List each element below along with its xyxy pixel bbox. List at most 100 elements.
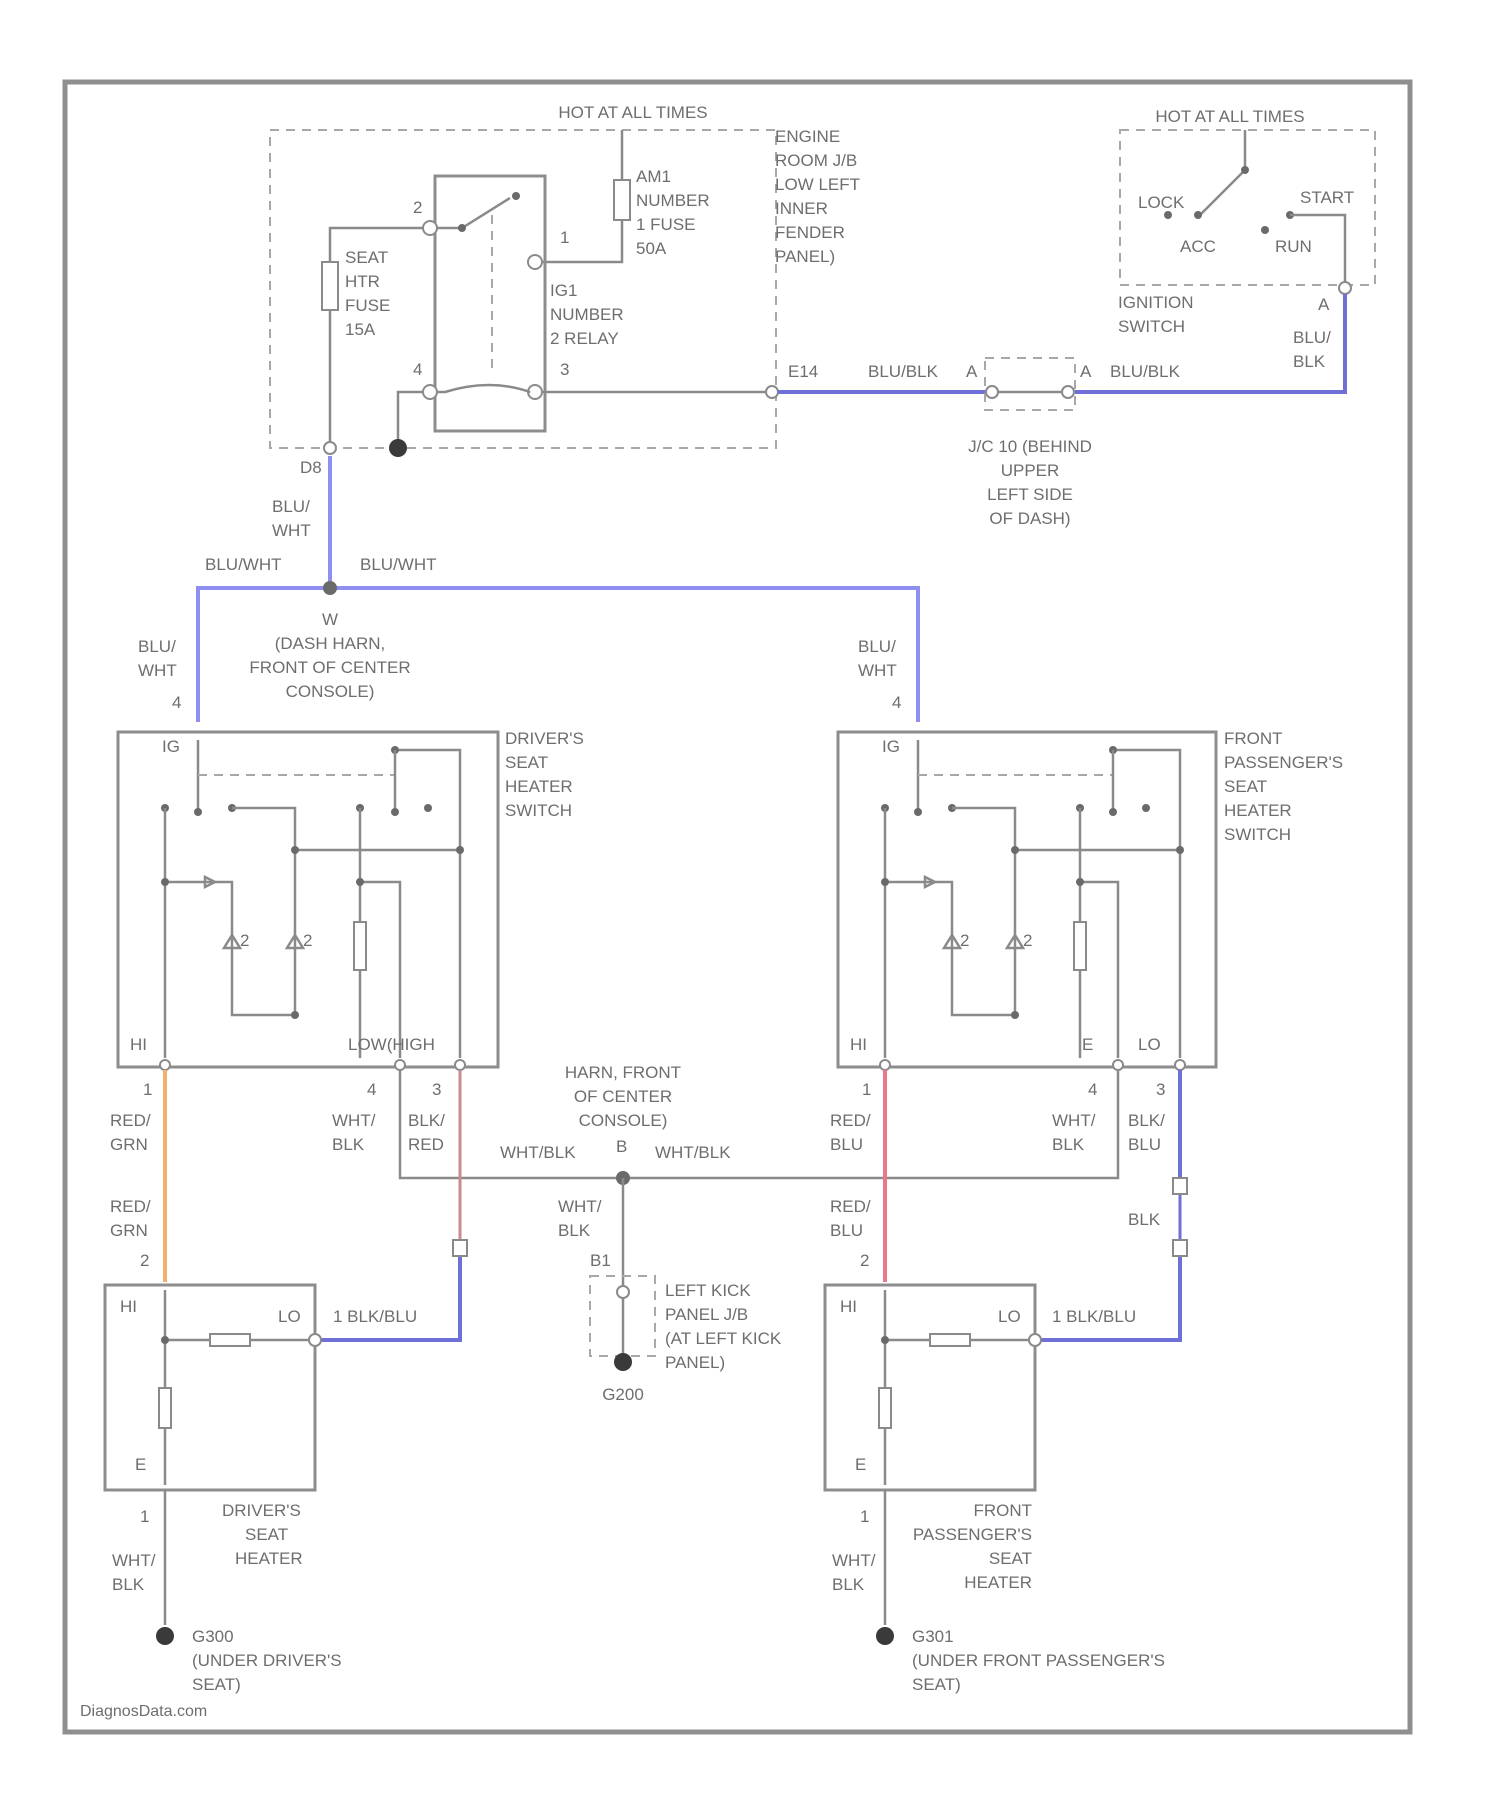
svg-text:SEAT: SEAT [245, 1525, 288, 1544]
svg-text:HI: HI [130, 1035, 147, 1054]
svg-text:BLU/: BLU/ [1293, 328, 1331, 347]
left-kick-jb-label: LEFT KICK PANEL J/B (AT LEFT KICK PANEL) [665, 1281, 782, 1372]
svg-text:WHT/: WHT/ [1052, 1111, 1096, 1130]
svg-text:RED/: RED/ [110, 1197, 151, 1216]
svg-text:WHT: WHT [138, 661, 177, 680]
svg-text:WHT/: WHT/ [112, 1551, 156, 1570]
svg-text:NUMBER: NUMBER [550, 305, 624, 324]
svg-text:RED/: RED/ [830, 1197, 871, 1216]
am1-fuse [614, 180, 630, 220]
svg-text:4: 4 [413, 360, 422, 379]
svg-text:15A: 15A [345, 320, 376, 339]
wire-splice-right [330, 588, 918, 722]
relay-coil [437, 385, 530, 392]
svg-text:BLU/: BLU/ [858, 637, 896, 656]
ignition-header: HOT AT ALL TIMES [1155, 107, 1304, 126]
svg-text:1 BLK/BLU: 1 BLK/BLU [333, 1307, 417, 1326]
wire-driver-blk-blu [320, 1255, 460, 1340]
svg-text:SEAT: SEAT [345, 248, 388, 267]
svg-text:B1: B1 [590, 1251, 611, 1270]
g301-ground-icon [876, 1627, 894, 1645]
svg-text:SWITCH: SWITCH [1224, 825, 1291, 844]
svg-text:1: 1 [143, 1080, 152, 1099]
svg-text:1: 1 [860, 1507, 869, 1526]
svg-text:BLU/WHT: BLU/WHT [360, 555, 437, 574]
svg-text:LOW LEFT: LOW LEFT [775, 175, 860, 194]
svg-text:OF DASH): OF DASH) [989, 509, 1070, 528]
jc10-label: J/C 10 (BEHIND UPPER LEFT SIDE OF DASH) [968, 437, 1092, 528]
svg-text:E: E [855, 1455, 866, 1474]
svg-text:D8: D8 [300, 458, 322, 477]
svg-text:G200: G200 [602, 1385, 644, 1404]
svg-text:DRIVER'S: DRIVER'S [505, 729, 584, 748]
svg-text:1: 1 [560, 228, 569, 247]
driver-heater-element [159, 1388, 171, 1428]
svg-text:G301: G301 [912, 1627, 954, 1646]
passenger-seat-heater: BLK RED/ BLU 2 HI LO E 1 BLK/BLU 1 FRONT… [825, 1070, 1187, 1694]
svg-text:HEATER: HEATER [1224, 801, 1292, 820]
svg-text:HTR: HTR [345, 272, 380, 291]
svg-text:A: A [1318, 295, 1330, 314]
svg-text:BLU/: BLU/ [138, 637, 176, 656]
svg-text:GRN: GRN [110, 1221, 148, 1240]
svg-text:WHT: WHT [858, 661, 897, 680]
relay-contact [437, 198, 510, 228]
svg-text:W: W [322, 610, 338, 629]
svg-text:2: 2 [413, 198, 422, 217]
driver-switch-label: DRIVER'S SEAT HEATER SWITCH [505, 729, 584, 820]
svg-text:BLU/WHT: BLU/WHT [205, 555, 282, 574]
am1-fuse-label: AM1 NUMBER 1 FUSE 50A [636, 167, 710, 258]
driver-seat-heater-switch: BLU/ WHT 4 IG DRIVER'S SEAT HEATER SWITC… [110, 637, 584, 1154]
svg-text:IGNITION: IGNITION [1118, 293, 1194, 312]
svg-text:BLK: BLK [112, 1575, 145, 1594]
svg-text:PANEL): PANEL) [775, 247, 835, 266]
driver-seat-heater: RED/ GRN 2 HI LO E 1 BLK/BLU 1 DRIVER'S … [105, 1070, 467, 1694]
svg-text:WHT: WHT [272, 521, 311, 540]
svg-text:LO: LO [278, 1307, 301, 1326]
svg-text:DRIVER'S: DRIVER'S [222, 1501, 301, 1520]
svg-text:2: 2 [240, 931, 249, 950]
ground-splice-label: HARN, FRONT OF CENTER CONSOLE) [565, 1063, 681, 1130]
svg-text:4: 4 [172, 693, 181, 712]
svg-text:BLU: BLU [830, 1221, 863, 1240]
svg-text:LOW(HIGH: LOW(HIGH [348, 1035, 435, 1054]
ignition-acc-label: ACC [1180, 237, 1216, 256]
svg-text:BLU/BLK: BLU/BLK [868, 362, 939, 381]
svg-text:(UNDER FRONT PASSENGER'S: (UNDER FRONT PASSENGER'S [912, 1651, 1165, 1670]
passenger-switch-box [838, 732, 1216, 1067]
svg-text:A: A [1080, 362, 1092, 381]
svg-text:LEFT KICK: LEFT KICK [665, 1281, 751, 1300]
svg-text:WHT/BLK: WHT/BLK [500, 1143, 576, 1162]
svg-text:OF CENTER: OF CENTER [574, 1087, 672, 1106]
seat-htr-fuse [322, 262, 338, 310]
svg-text:WHT/: WHT/ [332, 1111, 376, 1130]
svg-text:HEATER: HEATER [964, 1573, 1032, 1592]
svg-text:2: 2 [960, 931, 969, 950]
svg-text:G300: G300 [192, 1627, 234, 1646]
g200-ground-icon [614, 1353, 632, 1371]
splice-w-dot [323, 581, 337, 595]
svg-text:WHT/BLK: WHT/BLK [655, 1143, 731, 1162]
ignition-switch: HOT AT ALL TIMES LOCK ACC START RUN IGNI… [1118, 107, 1375, 371]
svg-text:HARN, FRONT: HARN, FRONT [565, 1063, 681, 1082]
watermark: DiagnosData.com [80, 1703, 207, 1720]
svg-text:PANEL J/B: PANEL J/B [665, 1305, 748, 1324]
svg-text:2: 2 [303, 931, 312, 950]
ignition-switch-name: IGNITION SWITCH [1118, 293, 1194, 336]
svg-text:PANEL): PANEL) [665, 1353, 725, 1372]
svg-text:HI: HI [850, 1035, 867, 1054]
svg-text:(DASH HARN,: (DASH HARN, [275, 634, 386, 653]
svg-text:BLU/BLK: BLU/BLK [1110, 362, 1181, 381]
passenger-heater-thermostat [930, 1334, 970, 1346]
svg-text:SWITCH: SWITCH [505, 801, 572, 820]
svg-text:FUSE: FUSE [345, 296, 390, 315]
passenger-heater-element [879, 1388, 891, 1428]
driver-heater-label: DRIVER'S SEAT HEATER [222, 1501, 303, 1568]
svg-text:BLU: BLU [1128, 1135, 1161, 1154]
svg-text:FRONT OF CENTER: FRONT OF CENTER [249, 658, 410, 677]
diagram-frame [65, 82, 1410, 1732]
passenger-switch-label: FRONT PASSENGER'S SEAT HEATER SWITCH [1224, 729, 1343, 844]
svg-text:BLU/: BLU/ [272, 497, 310, 516]
